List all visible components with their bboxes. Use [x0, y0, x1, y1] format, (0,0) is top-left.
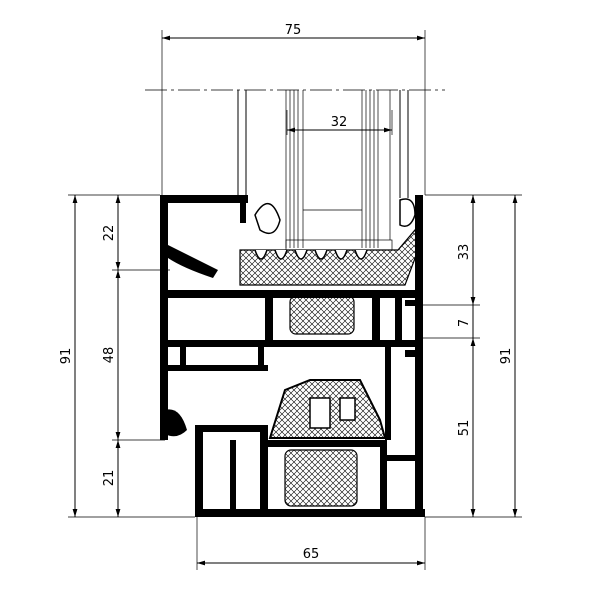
glazing-unit	[237, 90, 409, 251]
dim-right-total: 91	[499, 348, 514, 365]
dim-right-gap: 7	[457, 319, 472, 327]
dim-left-lower: 21	[102, 470, 117, 487]
thermal-break-upper	[289, 295, 355, 335]
dim-left-total: 91	[59, 348, 74, 365]
dim-glass-thickness: 32	[331, 115, 348, 130]
thermal-insert	[239, 228, 421, 286]
glazing-bead	[309, 397, 356, 429]
aluminium-profiles	[160, 195, 425, 517]
dim-left-upper: 22	[102, 225, 117, 242]
dim-right-upper: 33	[457, 244, 472, 261]
insert-ridges	[254, 249, 368, 260]
extension-lines	[68, 30, 522, 570]
dimension-lines	[72, 35, 518, 566]
dim-bottom-width: 65	[303, 547, 320, 562]
dim-right-lower: 51	[457, 420, 472, 437]
dim-top-width: 75	[285, 23, 302, 38]
dim-left-middle: 48	[102, 347, 117, 364]
thermal-break-lower	[284, 449, 358, 507]
